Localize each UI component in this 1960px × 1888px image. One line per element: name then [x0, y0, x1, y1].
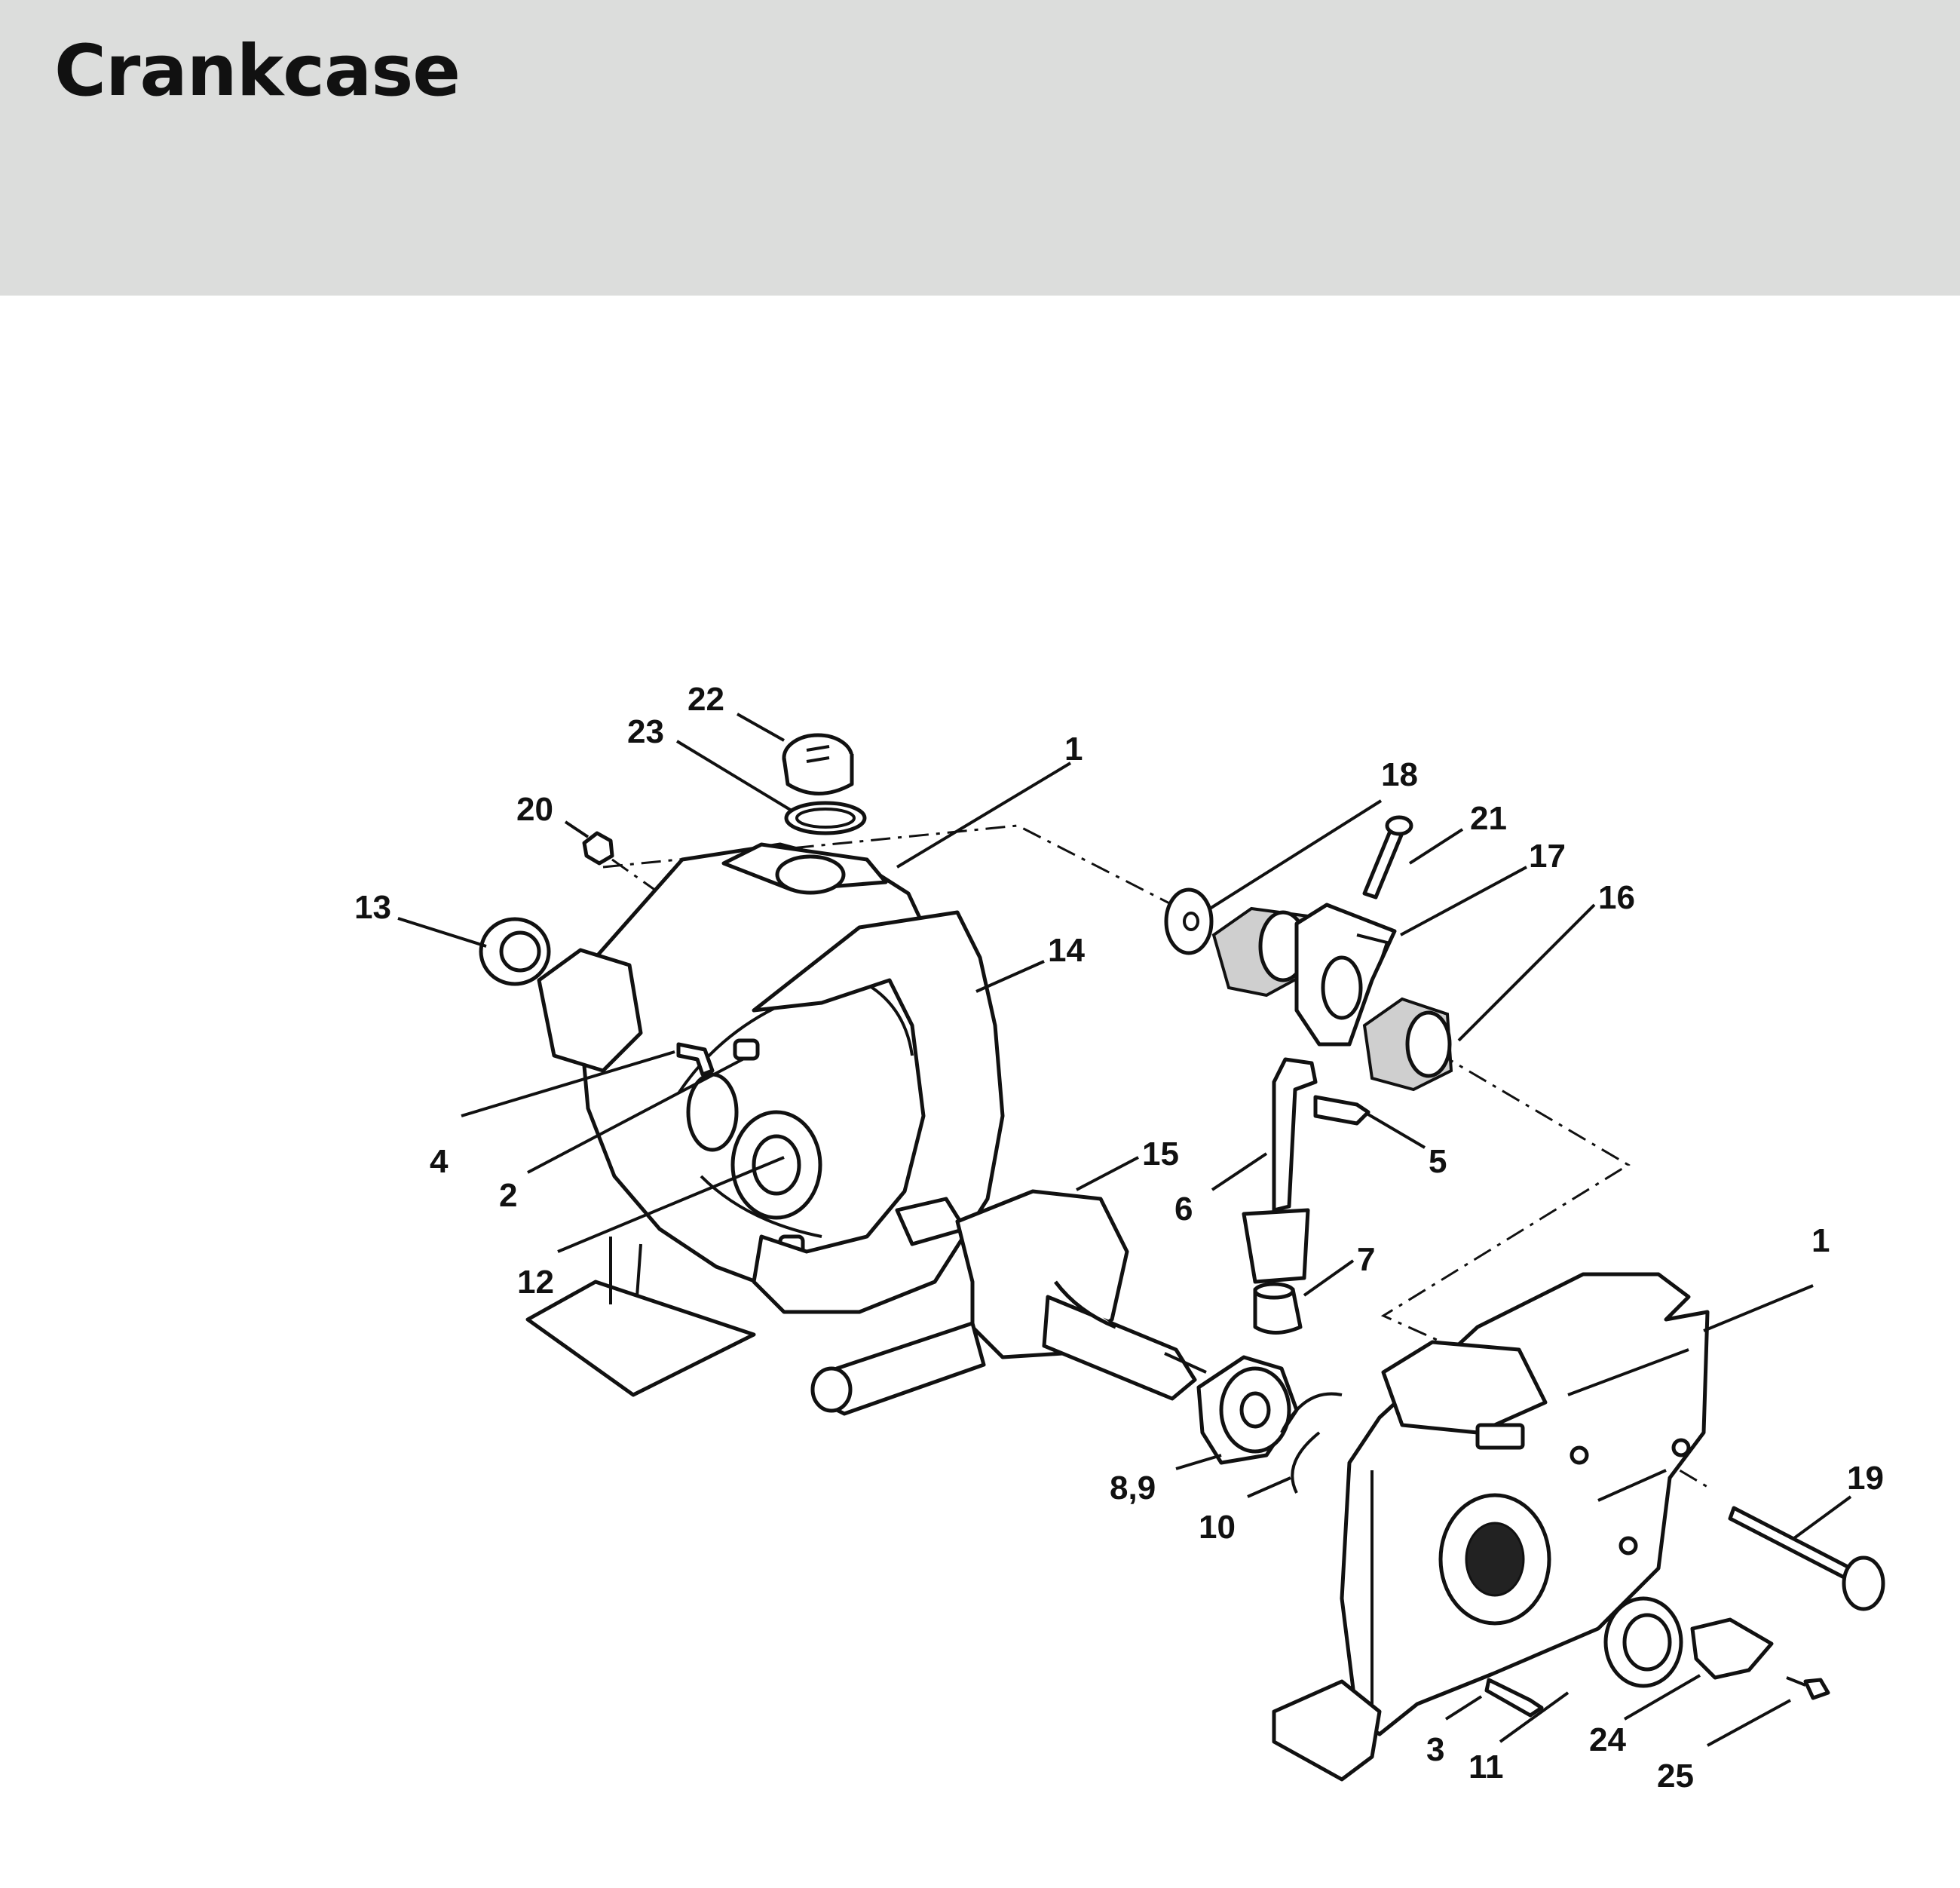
o-ring-23	[784, 801, 867, 835]
callout-17: 17	[1529, 838, 1566, 875]
page-title: Crankcase	[54, 30, 461, 112]
callout-2: 2	[499, 1177, 517, 1214]
callout-23: 23	[627, 713, 664, 750]
nut-20	[582, 831, 614, 866]
av-holder-17	[1294, 903, 1397, 1047]
callout-6: 6	[1174, 1191, 1193, 1228]
screw-19	[1728, 1506, 1885, 1611]
callout-19: 19	[1847, 1460, 1884, 1497]
callout-24: 24	[1589, 1721, 1626, 1758]
screw-3-11	[1484, 1678, 1544, 1718]
leader-lines	[397, 713, 1852, 1747]
oil-seal-13	[479, 917, 551, 986]
crankcase-half-right	[1272, 1272, 1710, 1782]
crankshaft-15	[810, 1189, 1207, 1416]
callout-11: 11	[1468, 1749, 1504, 1785]
washer-18	[1164, 887, 1214, 955]
callout-16: 16	[1598, 879, 1635, 916]
screw-25	[1786, 1676, 1830, 1700]
stud-5	[1313, 1095, 1370, 1126]
callout-3: 3	[1426, 1731, 1444, 1768]
callout-7: 7	[1357, 1241, 1375, 1278]
circlip-10	[1280, 1392, 1343, 1494]
callout-8-9: 8,9	[1110, 1470, 1156, 1506]
callout-21: 21	[1470, 800, 1507, 837]
annular-buffer-16-front	[1362, 997, 1453, 1092]
callout-10: 10	[1199, 1509, 1236, 1546]
filler-cap-22	[782, 733, 854, 795]
pickup-body-7	[1253, 1282, 1303, 1335]
screw-21	[1362, 815, 1413, 900]
callout-18: 18	[1381, 756, 1418, 793]
callout-1-right: 1	[1811, 1222, 1830, 1259]
callout-5: 5	[1429, 1143, 1447, 1180]
callout-1-left: 1	[1064, 731, 1083, 768]
suction-hose-6	[1242, 1057, 1318, 1284]
callout-20: 20	[516, 791, 553, 828]
callout-4: 4	[430, 1143, 449, 1180]
fitting-4	[676, 1042, 715, 1077]
annular-buffer-16-rear	[1211, 906, 1309, 998]
callout-22: 22	[688, 681, 724, 718]
chain-catcher-24	[1690, 1617, 1774, 1680]
callout-labels: 22 23 1 20 13 18 21 17 16 14 4 5 2 15 6 …	[354, 681, 1884, 1795]
callout-14: 14	[1048, 932, 1085, 969]
oil-seal-24	[1603, 1596, 1683, 1688]
ball-bearing-8-9	[1196, 1355, 1299, 1465]
callout-25: 25	[1657, 1758, 1694, 1795]
callout-12: 12	[517, 1264, 554, 1301]
callout-13: 13	[354, 889, 391, 926]
callout-15: 15	[1142, 1136, 1179, 1172]
header-bar: Crankcase	[0, 0, 1960, 296]
